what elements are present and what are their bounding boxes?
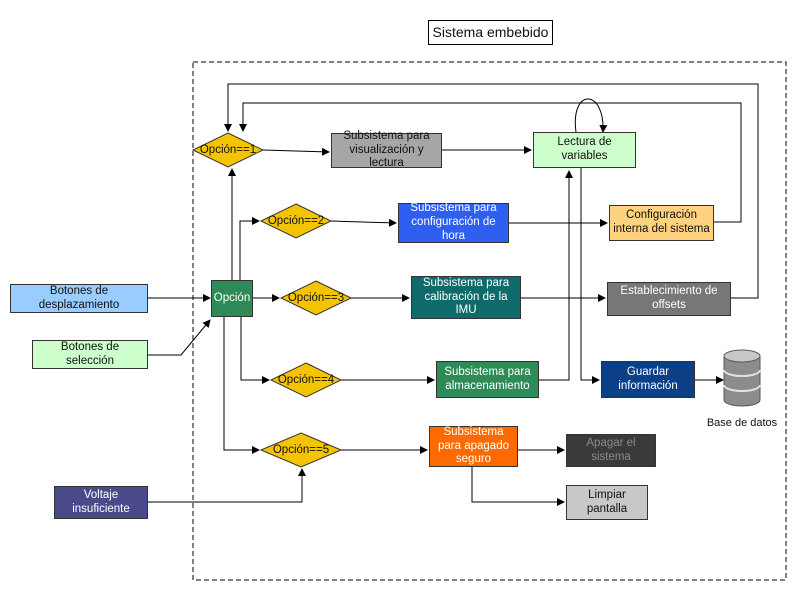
system-boundary	[192, 61, 787, 581]
input-botones-desplazamiento: Botones de desplazamiento	[10, 284, 148, 313]
edge-d1-visualizacion	[262, 147, 330, 156]
guardar-informacion: Guardar información	[601, 361, 695, 398]
subsistema-hora: Subsistema para configuración de hora	[398, 202, 509, 243]
edge-opcion-d2	[239, 217, 260, 280]
base-de-datos-label: Base de datos	[706, 417, 778, 429]
subsistema-visualizacion: Subsistema para visualización y lectura	[331, 130, 442, 169]
edge-offsets-feedback	[224, 83, 759, 299]
decision-diamonds	[191, 132, 353, 468]
decision-diamond-2	[259, 203, 333, 239]
lectura-de-variables: Lectura de variables	[533, 132, 636, 168]
limpiar-pantalla: Limpiar pantalla	[566, 485, 648, 520]
edge-d2-hora	[330, 218, 397, 227]
edge-lectura-guardar	[580, 168, 600, 384]
establecimiento-offsets: Establecimiento de offsets	[607, 282, 731, 316]
subsistema-apagado: Subsistema para apagado seguro	[429, 426, 518, 467]
database-icon	[723, 349, 761, 407]
edge-opcion-d5	[223, 317, 260, 454]
input-voltaje-insuficiente: Voltaje insuficiente	[54, 486, 148, 519]
apagar-el-sistema: Apagar el sistema	[566, 434, 656, 467]
configuracion-interna: Configuración interna del sistema	[609, 205, 714, 241]
edge-almacenamiento-lectura	[539, 170, 573, 381]
edge-apagado-limpiar	[471, 467, 565, 506]
decision-diamond-4	[269, 362, 343, 398]
edge-lectura-loop	[574, 98, 608, 133]
opcion-node: Opción	[211, 280, 253, 317]
edge-seleccion-opcion	[148, 319, 211, 356]
decision-diamond-5	[259, 432, 343, 468]
edge-voltaje-d5	[148, 468, 306, 503]
edge-opcion-d4	[240, 317, 270, 384]
subsistema-almacenamiento: Subsistema para almacenamiento	[436, 361, 539, 398]
edge-config-feedback	[239, 102, 742, 223]
diagram-title: Sistema embebido	[428, 20, 553, 45]
subsistema-imu: Subsistema para calibración de la IMU	[411, 276, 521, 319]
decision-diamond-3	[279, 280, 353, 316]
decision-diamond-1	[191, 132, 265, 168]
input-botones-seleccion: Botones de selección	[32, 340, 148, 369]
